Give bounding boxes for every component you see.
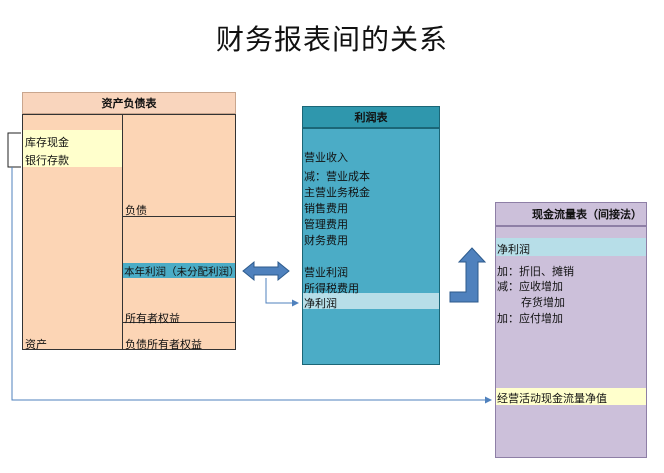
liabilities-label: 负债 <box>125 204 147 217</box>
operating-profit-label: 营业利润 <box>304 266 348 279</box>
cf-inventory-label: 存货增加 <box>521 296 565 309</box>
income-statement-header: 利润表 <box>302 106 440 128</box>
income-line: 财务费用 <box>304 234 348 247</box>
net-profit-highlight <box>303 293 439 309</box>
cash-bracket <box>7 132 21 168</box>
cash-highlight <box>23 130 122 167</box>
cf-net-operating-label: 经营活动现金流量净值 <box>497 392 607 405</box>
equity-divider <box>122 322 236 323</box>
income-line: 销售费用 <box>304 202 348 215</box>
total-label: 负债所有者权益 <box>125 338 202 351</box>
assets-label: 资产 <box>25 338 47 351</box>
net-income-to-net-profit-connector <box>265 278 299 307</box>
cash-label: 库存现金 <box>25 136 69 149</box>
double-arrow-icon <box>242 260 290 282</box>
diagram-title: 财务报表间的关系 <box>215 23 448 56</box>
cash-flow-header: 现金流量表（间接法） <box>495 202 647 226</box>
net-profit-label: 净利润 <box>304 297 337 310</box>
equity-label: 所有者权益 <box>125 312 180 325</box>
cf-net-profit-highlight <box>496 238 646 256</box>
cf-receivables-label: 减：应收增加 <box>497 280 563 293</box>
cf-net-profit-label: 净利润 <box>497 243 530 256</box>
net-income-highlight <box>123 263 235 278</box>
cf-net-operating-highlight <box>496 388 646 405</box>
bent-up-arrow-icon <box>449 247 487 303</box>
income-line: 营业收入 <box>304 151 348 164</box>
income-line: 主营业务税金 <box>304 186 370 199</box>
cash-to-operating-connector <box>11 167 492 404</box>
income-line: 减：营业成本 <box>304 170 370 183</box>
cash-flow-body <box>495 226 647 458</box>
balance-sheet-divider <box>122 114 123 350</box>
balance-sheet-header: 资产负债表 <box>22 92 236 114</box>
deposit-label: 银行存款 <box>25 154 69 167</box>
income-line: 管理费用 <box>304 218 348 231</box>
cf-depreciation-label: 加：折旧、摊销 <box>497 265 574 278</box>
net-income-label: 本年利润（未分配利润） <box>124 266 240 278</box>
liabilities-divider <box>122 216 236 217</box>
income-statement-body <box>302 128 440 365</box>
cf-payables-label: 加：应付增加 <box>497 312 563 325</box>
income-tax-label: 所得税费用 <box>304 282 359 295</box>
